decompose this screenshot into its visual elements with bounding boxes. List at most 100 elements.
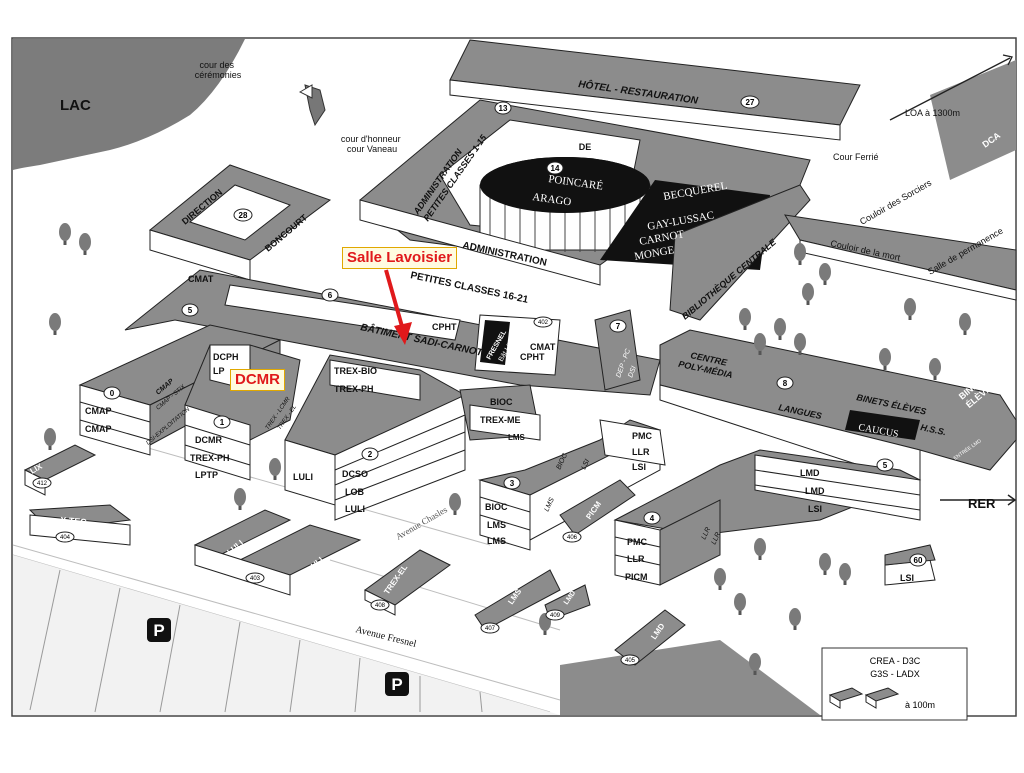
dcmr-wing xyxy=(184,344,301,481)
label-lms-1: LMS xyxy=(508,433,526,442)
marker-407: 407 xyxy=(485,626,496,632)
marker-6: 6 xyxy=(328,291,333,300)
callout-salle-lavoisier: Salle Lavoisier xyxy=(342,247,458,269)
marker-60: 60 xyxy=(914,556,923,565)
ground xyxy=(12,439,561,713)
label-trex-ph-2: TREX-PH xyxy=(334,384,374,394)
label-lsi-4: LSI xyxy=(900,573,914,583)
label-de: DE xyxy=(579,142,592,152)
label-luli-1: LULI xyxy=(293,472,313,482)
marker-408: 408 xyxy=(375,603,386,609)
label-bioc-1: BIOC xyxy=(490,397,513,407)
lavoisier-arrow-icon xyxy=(384,269,412,345)
label-lms-2: LMS xyxy=(487,520,506,530)
label-pmc-1: PMC xyxy=(632,431,653,441)
label-dcso: DCSO xyxy=(342,469,368,479)
label-lsi-2: LSI xyxy=(632,462,646,472)
marker-0: 0 xyxy=(110,389,115,398)
marker-2: 2 xyxy=(368,450,373,459)
label-lp: LP xyxy=(213,366,225,376)
arrow-icon xyxy=(940,494,1017,506)
label-llr-4: LLR xyxy=(710,531,722,546)
marker-406: 406 xyxy=(567,535,578,541)
legend-line-1: CREA - D3C xyxy=(870,656,921,666)
label-cmap-1: CMAP xyxy=(85,406,112,416)
couloir-building xyxy=(784,214,1017,301)
label-dcph: DCPH xyxy=(213,352,239,362)
label-lsi-1: LSI xyxy=(580,458,591,471)
label-lsi-3: LSI xyxy=(808,504,822,514)
marker-1: 1 xyxy=(220,418,225,427)
label-llr-3: LLR xyxy=(700,526,712,541)
label-cpht: CPHT xyxy=(432,322,457,332)
label-cour-honneur: cour d'honneur cour Vaneau xyxy=(341,134,403,154)
marker-5a: 5 xyxy=(188,306,193,315)
small-markers: 402 404 412 403 408 407 409 406 405 xyxy=(32,316,640,666)
marker-8: 8 xyxy=(783,379,788,388)
luli-wing xyxy=(284,354,467,521)
label-xtec: X.TEC xyxy=(60,515,88,527)
building-markers: 13 14 27 28 5 6 7 8 0 1 2 3 4 5 60 xyxy=(103,95,927,567)
label-dsi: DSI xyxy=(627,365,638,378)
callout-dcmr: DCMR xyxy=(230,369,285,391)
dca-building xyxy=(930,60,1016,180)
legend-line-2: G3S - LADX xyxy=(870,669,920,679)
parking-lines xyxy=(29,569,483,713)
parking-label-1: P xyxy=(153,621,164,640)
label-lac: LAC xyxy=(60,97,91,114)
label-rer: RER xyxy=(968,496,996,511)
marker-403: 403 xyxy=(250,576,261,582)
legend-box xyxy=(821,647,968,721)
label-lptp: LPTP xyxy=(195,470,218,480)
marker-4: 4 xyxy=(650,514,655,523)
label-loa: LOA à 1300m xyxy=(905,108,960,118)
flag-icon xyxy=(298,84,326,127)
marker-14: 14 xyxy=(551,164,560,173)
parking-label-2: P xyxy=(391,675,402,694)
dep-pc xyxy=(594,309,641,391)
label-lmd-2: LMD xyxy=(805,486,825,496)
marker-5b: 5 xyxy=(883,461,888,470)
marker-7: 7 xyxy=(616,322,621,331)
label-bioc-2: BIOC xyxy=(485,502,508,512)
bibliotheque xyxy=(669,184,811,321)
small-buildings xyxy=(23,444,936,666)
label-cour-ferrie: Cour Ferrié xyxy=(833,152,879,162)
label-cour-ceremonies: cour des cérémonies xyxy=(195,60,242,80)
centre-poly-media xyxy=(659,329,1017,486)
label-trex-bio: TREX-BIO xyxy=(334,366,377,376)
lmd-wing xyxy=(613,449,922,586)
label-pmc-2: PMC xyxy=(627,537,648,547)
marker-402: 402 xyxy=(538,320,549,326)
marker-405: 405 xyxy=(625,658,636,664)
label-dcmr: DCMR xyxy=(195,435,222,445)
label-cmap-2: CMAP xyxy=(85,424,112,434)
marker-13: 13 xyxy=(499,104,508,113)
marker-28: 28 xyxy=(239,211,248,220)
marker-412: 412 xyxy=(37,481,48,487)
marker-3: 3 xyxy=(510,479,515,488)
label-cmat-cpht: CMAT CPHT xyxy=(520,342,558,362)
label-lob: LOB xyxy=(345,487,364,497)
label-lmd-1: LMD xyxy=(800,468,820,478)
marker-404: 404 xyxy=(60,535,71,541)
label-llr-1: LLR xyxy=(632,447,650,457)
label-lms-3: LMS xyxy=(487,536,506,546)
label-luli-2: LULI xyxy=(345,504,365,514)
lake xyxy=(13,39,245,170)
label-llr-2: LLR xyxy=(627,554,645,564)
label-trex-ph-1: TREX-PH xyxy=(190,453,230,463)
parking-icon xyxy=(147,618,171,642)
label-cmat: CMAT xyxy=(188,274,214,284)
parking-icon xyxy=(385,672,409,696)
label-arago: ARAGO xyxy=(532,191,572,208)
marker-27: 27 xyxy=(746,98,755,107)
label-picm-2: PICM xyxy=(625,572,648,582)
marker-409: 409 xyxy=(550,613,561,619)
bioc-wing xyxy=(459,384,666,551)
admin-complex xyxy=(359,99,811,286)
parking-area xyxy=(13,555,560,715)
arrow-icon xyxy=(889,54,1013,121)
